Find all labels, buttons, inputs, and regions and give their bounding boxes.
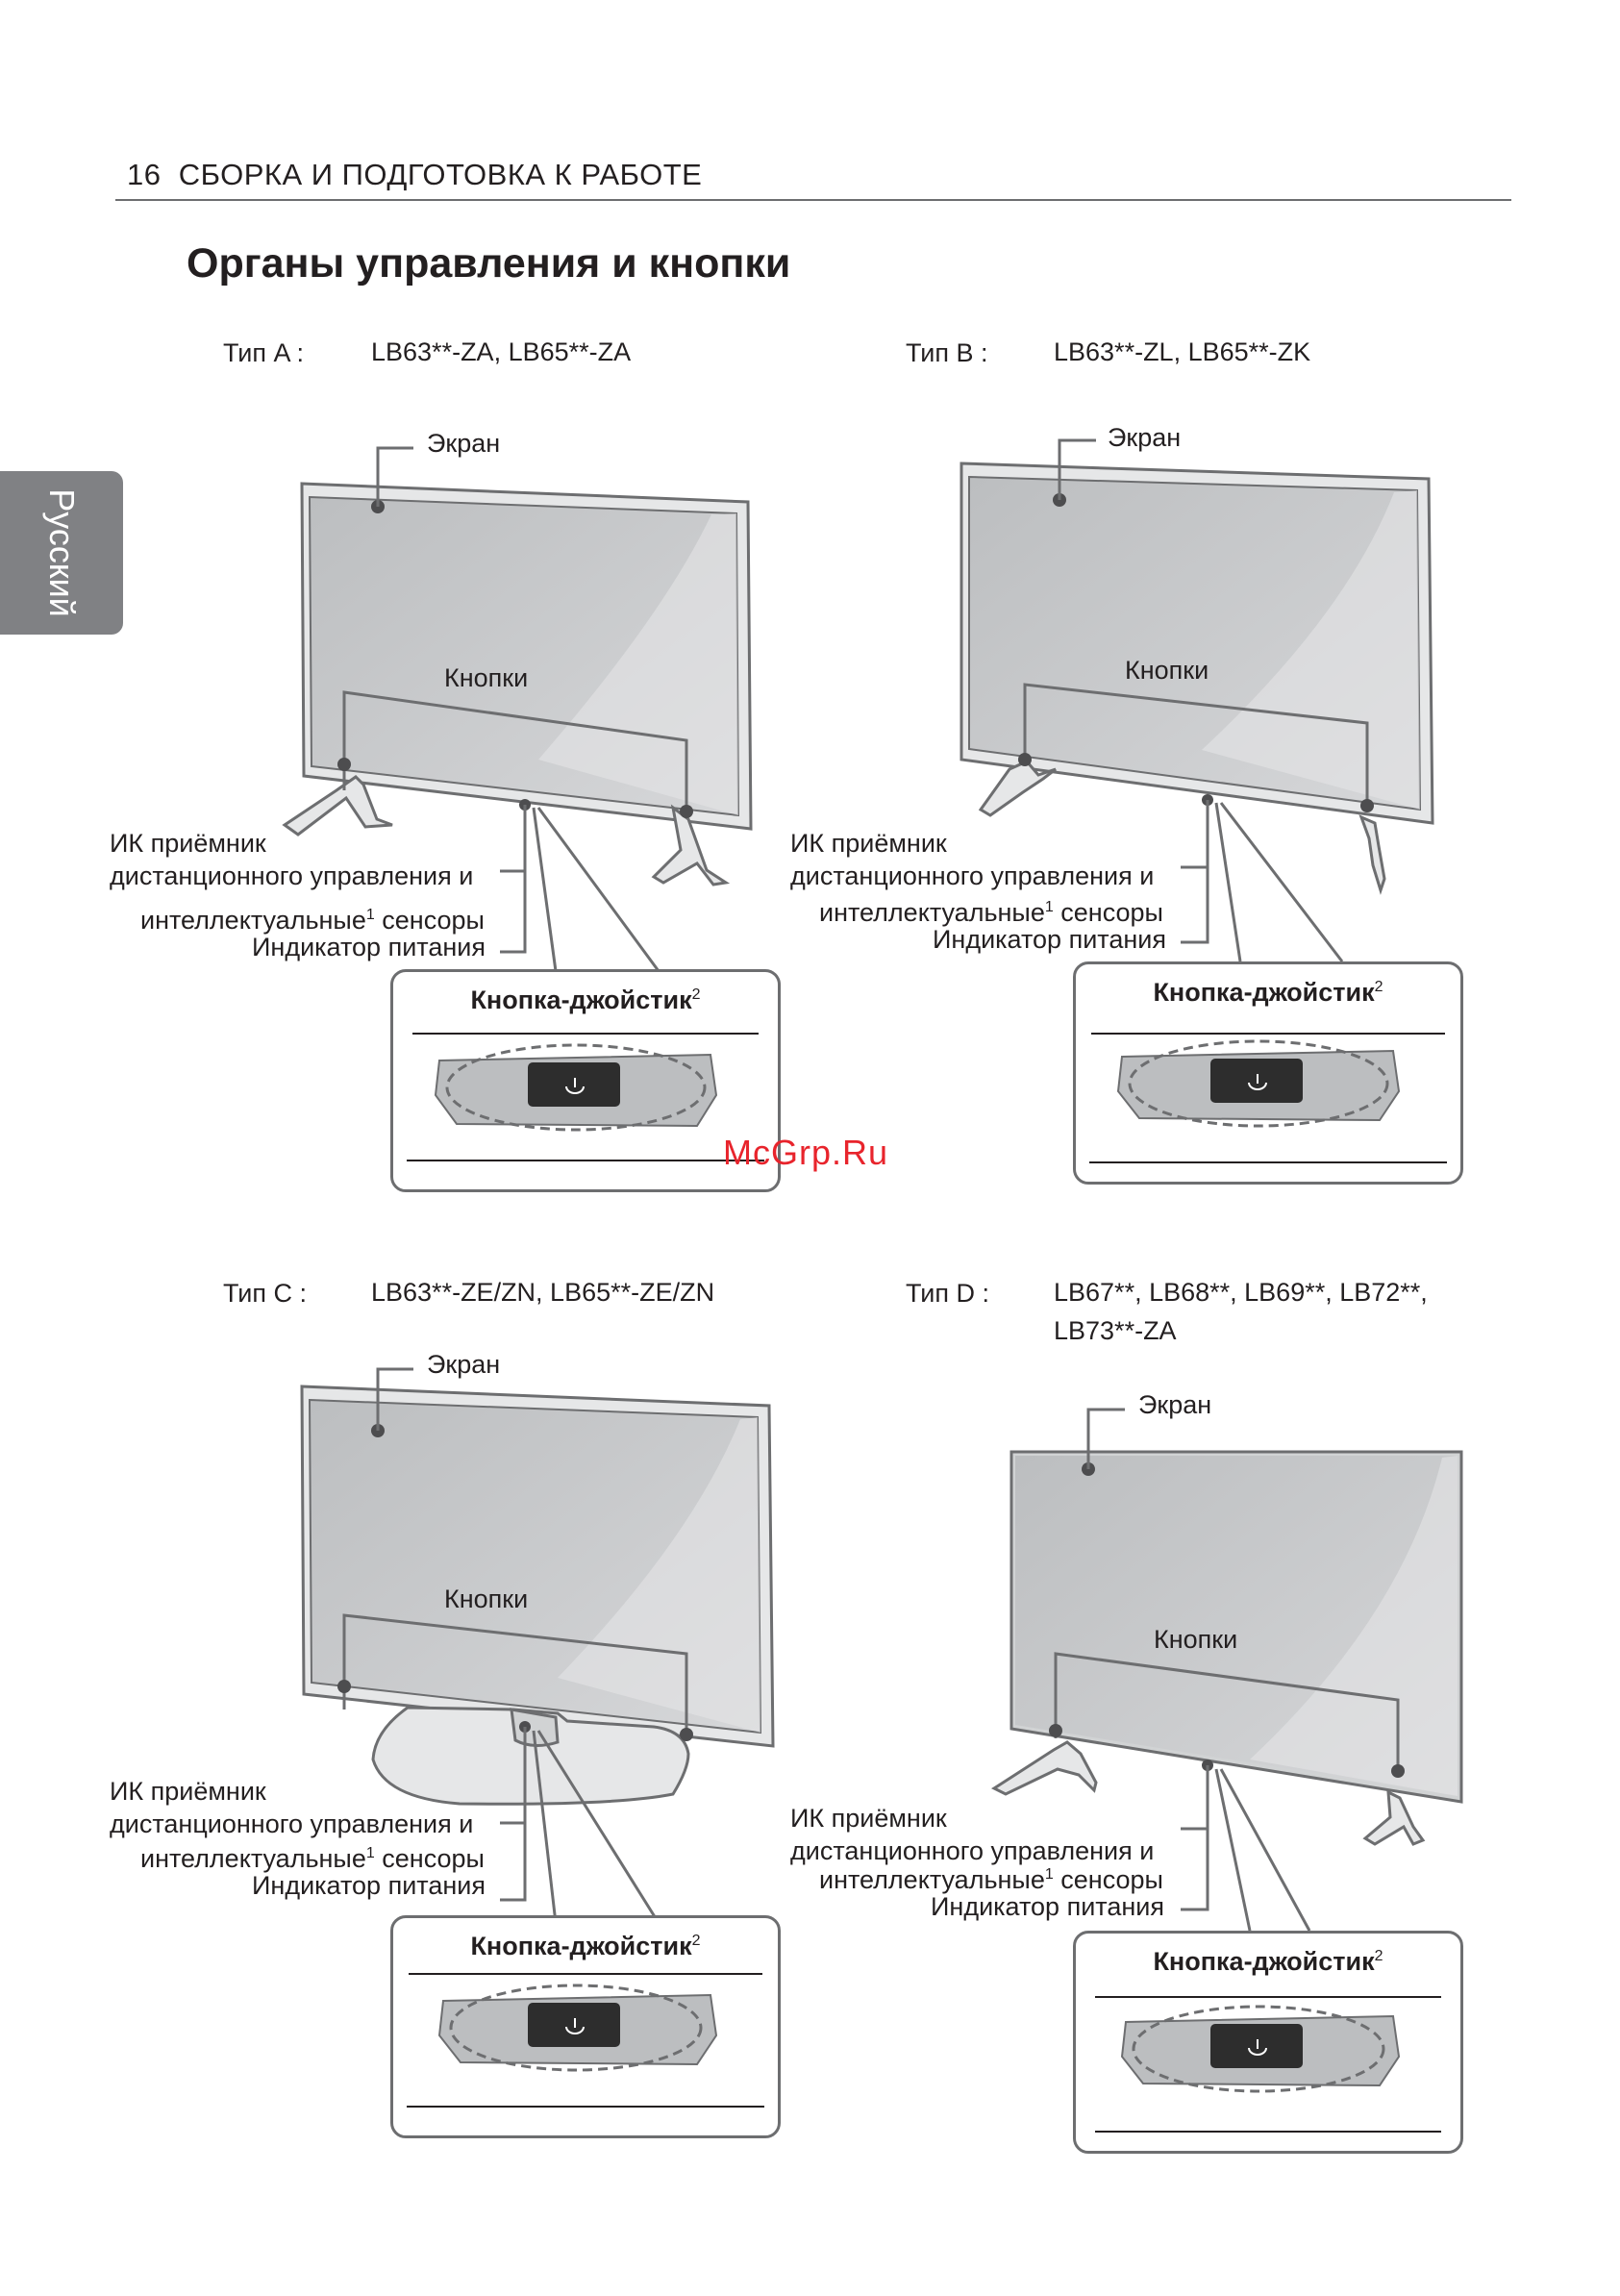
power-icon <box>565 1078 585 1094</box>
power-indicator-label: Индикатор питания <box>252 1871 486 1900</box>
buttons-label: Кнопки <box>444 1585 529 1613</box>
watermark: McGrp.Ru <box>723 1133 889 1172</box>
header-divider <box>115 199 1511 201</box>
ir-receiver-label: ИК приёмник <box>790 1804 947 1833</box>
ir-receiver-label: ИК приёмник <box>790 829 947 858</box>
tv-stand <box>978 760 1386 895</box>
power-indicator-label: Индикатор питания <box>252 933 486 961</box>
type-b-models: LB63**-ZL, LB65**-ZK <box>1054 337 1311 366</box>
buttons-bracket <box>342 690 688 815</box>
ir-receiver-label-line2: дистанционного управления и <box>110 1809 474 1838</box>
page-title: Органы управления и кнопки <box>187 240 791 287</box>
ir-receiver-label-line2: дистанционного управления и <box>790 861 1155 890</box>
screen-label: Экран <box>1138 1390 1212 1419</box>
joystick-title: Кнопка-джойстик2 <box>470 1932 701 1960</box>
page-number: 16 <box>127 158 162 191</box>
smart-sensors-label: интеллектуальные1 сенсоры <box>140 1844 485 1873</box>
tv-stand <box>990 1740 1426 1846</box>
joystick-title: Кнопка-джойстик2 <box>1153 1947 1383 1976</box>
joystick-inset: Кнопка-джойстик2 <box>1073 961 1463 1185</box>
power-icon <box>1248 1074 1267 1090</box>
page-header: 16 СБОРКА И ПОДГОТОВКА К РАБОТЕ <box>127 158 702 192</box>
tv-stand <box>282 775 731 886</box>
tv-frame <box>1009 1450 1463 1804</box>
type-c-label: Тип C : <box>223 1279 308 1308</box>
buttons-label: Кнопки <box>1125 656 1209 685</box>
screen-label: Экран <box>427 429 501 458</box>
screen-label: Экран <box>1108 423 1182 452</box>
smart-sensors-label: интеллектуальные1 сенсоры <box>140 906 485 935</box>
type-a-label: Тип A : <box>223 338 305 367</box>
type-d-models: LB67**, LB68**, LB69**, LB72**, LB73**-Z… <box>1054 1278 1428 1345</box>
type-b-label: Тип B : <box>906 338 988 367</box>
buttons-bracket <box>342 1613 688 1738</box>
type-a-models: LB63**-ZA, LB65**-ZA <box>371 337 632 366</box>
power-indicator-label: Индикатор питания <box>931 1892 1164 1921</box>
smart-sensors-label: интеллектуальные1 сенсоры <box>819 898 1163 927</box>
buttons-label: Кнопки <box>444 663 529 692</box>
ir-receiver-label-line2: дистанционного управления и <box>110 861 474 890</box>
joystick-title: Кнопка-джойстик2 <box>1153 978 1383 1007</box>
ir-receiver-label: ИК приёмник <box>110 1777 266 1806</box>
language-tab: Русский <box>0 471 123 635</box>
ir-receiver-label-line2: дистанционного управления и <box>790 1836 1155 1865</box>
type-c-models: LB63**-ZE/ZN, LB65**-ZE/ZN <box>371 1278 715 1307</box>
type-d-label: Тип D : <box>906 1279 990 1308</box>
joystick-title: Кнопка-джойстик2 <box>470 986 701 1014</box>
ir-receiver-label: ИК приёмник <box>110 829 266 858</box>
tv-frame <box>960 462 1434 825</box>
power-icon <box>565 2018 585 2034</box>
buttons-bracket <box>1023 683 1369 808</box>
power-icon <box>1248 2039 1267 2056</box>
screen-label: Экран <box>427 1350 501 1379</box>
buttons-bracket <box>1054 1652 1400 1775</box>
joystick-inset: Кнопка-джойстик2 <box>390 969 781 1192</box>
joystick-inset: Кнопка-джойстик2 <box>390 1915 781 2138</box>
tv-frame <box>300 482 753 831</box>
smart-sensors-label: интеллектуальные1 сенсоры <box>819 1865 1163 1894</box>
joystick-inset: Кнопка-джойстик2 <box>1073 1931 1463 2154</box>
tv-stand <box>371 1706 690 1806</box>
section-title: СБОРКА И ПОДГОТОВКА К РАБОТЕ <box>178 158 703 191</box>
power-indicator-label: Индикатор питания <box>933 925 1166 954</box>
buttons-label: Кнопки <box>1154 1625 1238 1654</box>
